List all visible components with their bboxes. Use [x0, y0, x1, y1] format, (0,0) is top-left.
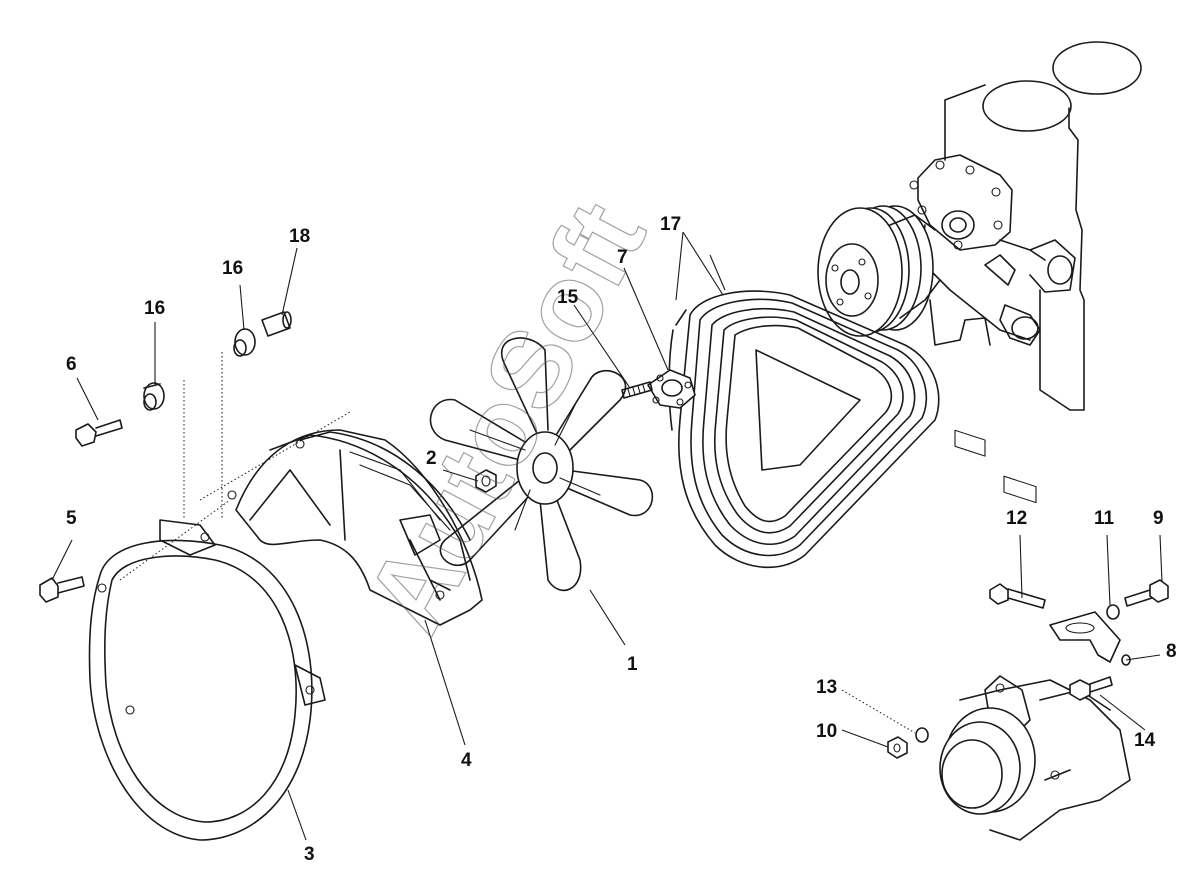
callout-2: 2 [426, 448, 437, 469]
callout-11: 11 [1094, 508, 1115, 529]
alternator-nut [887, 736, 908, 759]
fan-spacer [647, 369, 696, 409]
callout-numbers: 1 2 3 4 5 6 7 8 9 10 11 12 13 14 15 16 1… [66, 214, 1177, 865]
alternator [939, 675, 1131, 841]
callout-9: 9 [1153, 508, 1164, 529]
upper-washer [1106, 604, 1120, 620]
callout-13: 13 [816, 677, 837, 698]
adjusting-bolt [989, 583, 1046, 609]
collar [261, 311, 292, 337]
fan-guard [227, 429, 483, 626]
v-belt [668, 290, 940, 569]
callout-16a: 16 [144, 298, 165, 319]
fan-shroud-ring [88, 519, 326, 841]
callout-17: 17 [660, 214, 681, 235]
callout-8: 8 [1166, 641, 1177, 662]
shroud-bolt [39, 576, 85, 603]
callout-15: 15 [557, 287, 579, 308]
callout-6: 6 [66, 354, 77, 375]
assembly-line-left [119, 352, 351, 581]
nut [475, 469, 497, 493]
callout-3: 3 [304, 844, 315, 865]
upper-bolt [1124, 579, 1169, 607]
callout-7: 7 [617, 247, 628, 268]
callout-1: 1 [627, 654, 638, 675]
callout-12: 12 [1006, 508, 1027, 529]
grommet-right [233, 328, 256, 357]
callout-14: 14 [1134, 730, 1156, 751]
callout-16b: 16 [222, 258, 243, 279]
callout-10: 10 [816, 721, 837, 742]
cooling-fan [429, 337, 654, 592]
water-pump-pulley [817, 205, 941, 337]
callout-5: 5 [66, 508, 77, 529]
leader-lines [51, 231, 1163, 841]
guard-bolt [75, 419, 123, 447]
adjusting-bracket [1049, 611, 1121, 663]
lower-washer-13 [915, 727, 929, 743]
grommet-left [143, 382, 165, 411]
callout-4: 4 [461, 750, 472, 771]
engine-block [909, 41, 1142, 504]
callout-18: 18 [289, 226, 310, 247]
lower-bolt [1069, 676, 1113, 701]
